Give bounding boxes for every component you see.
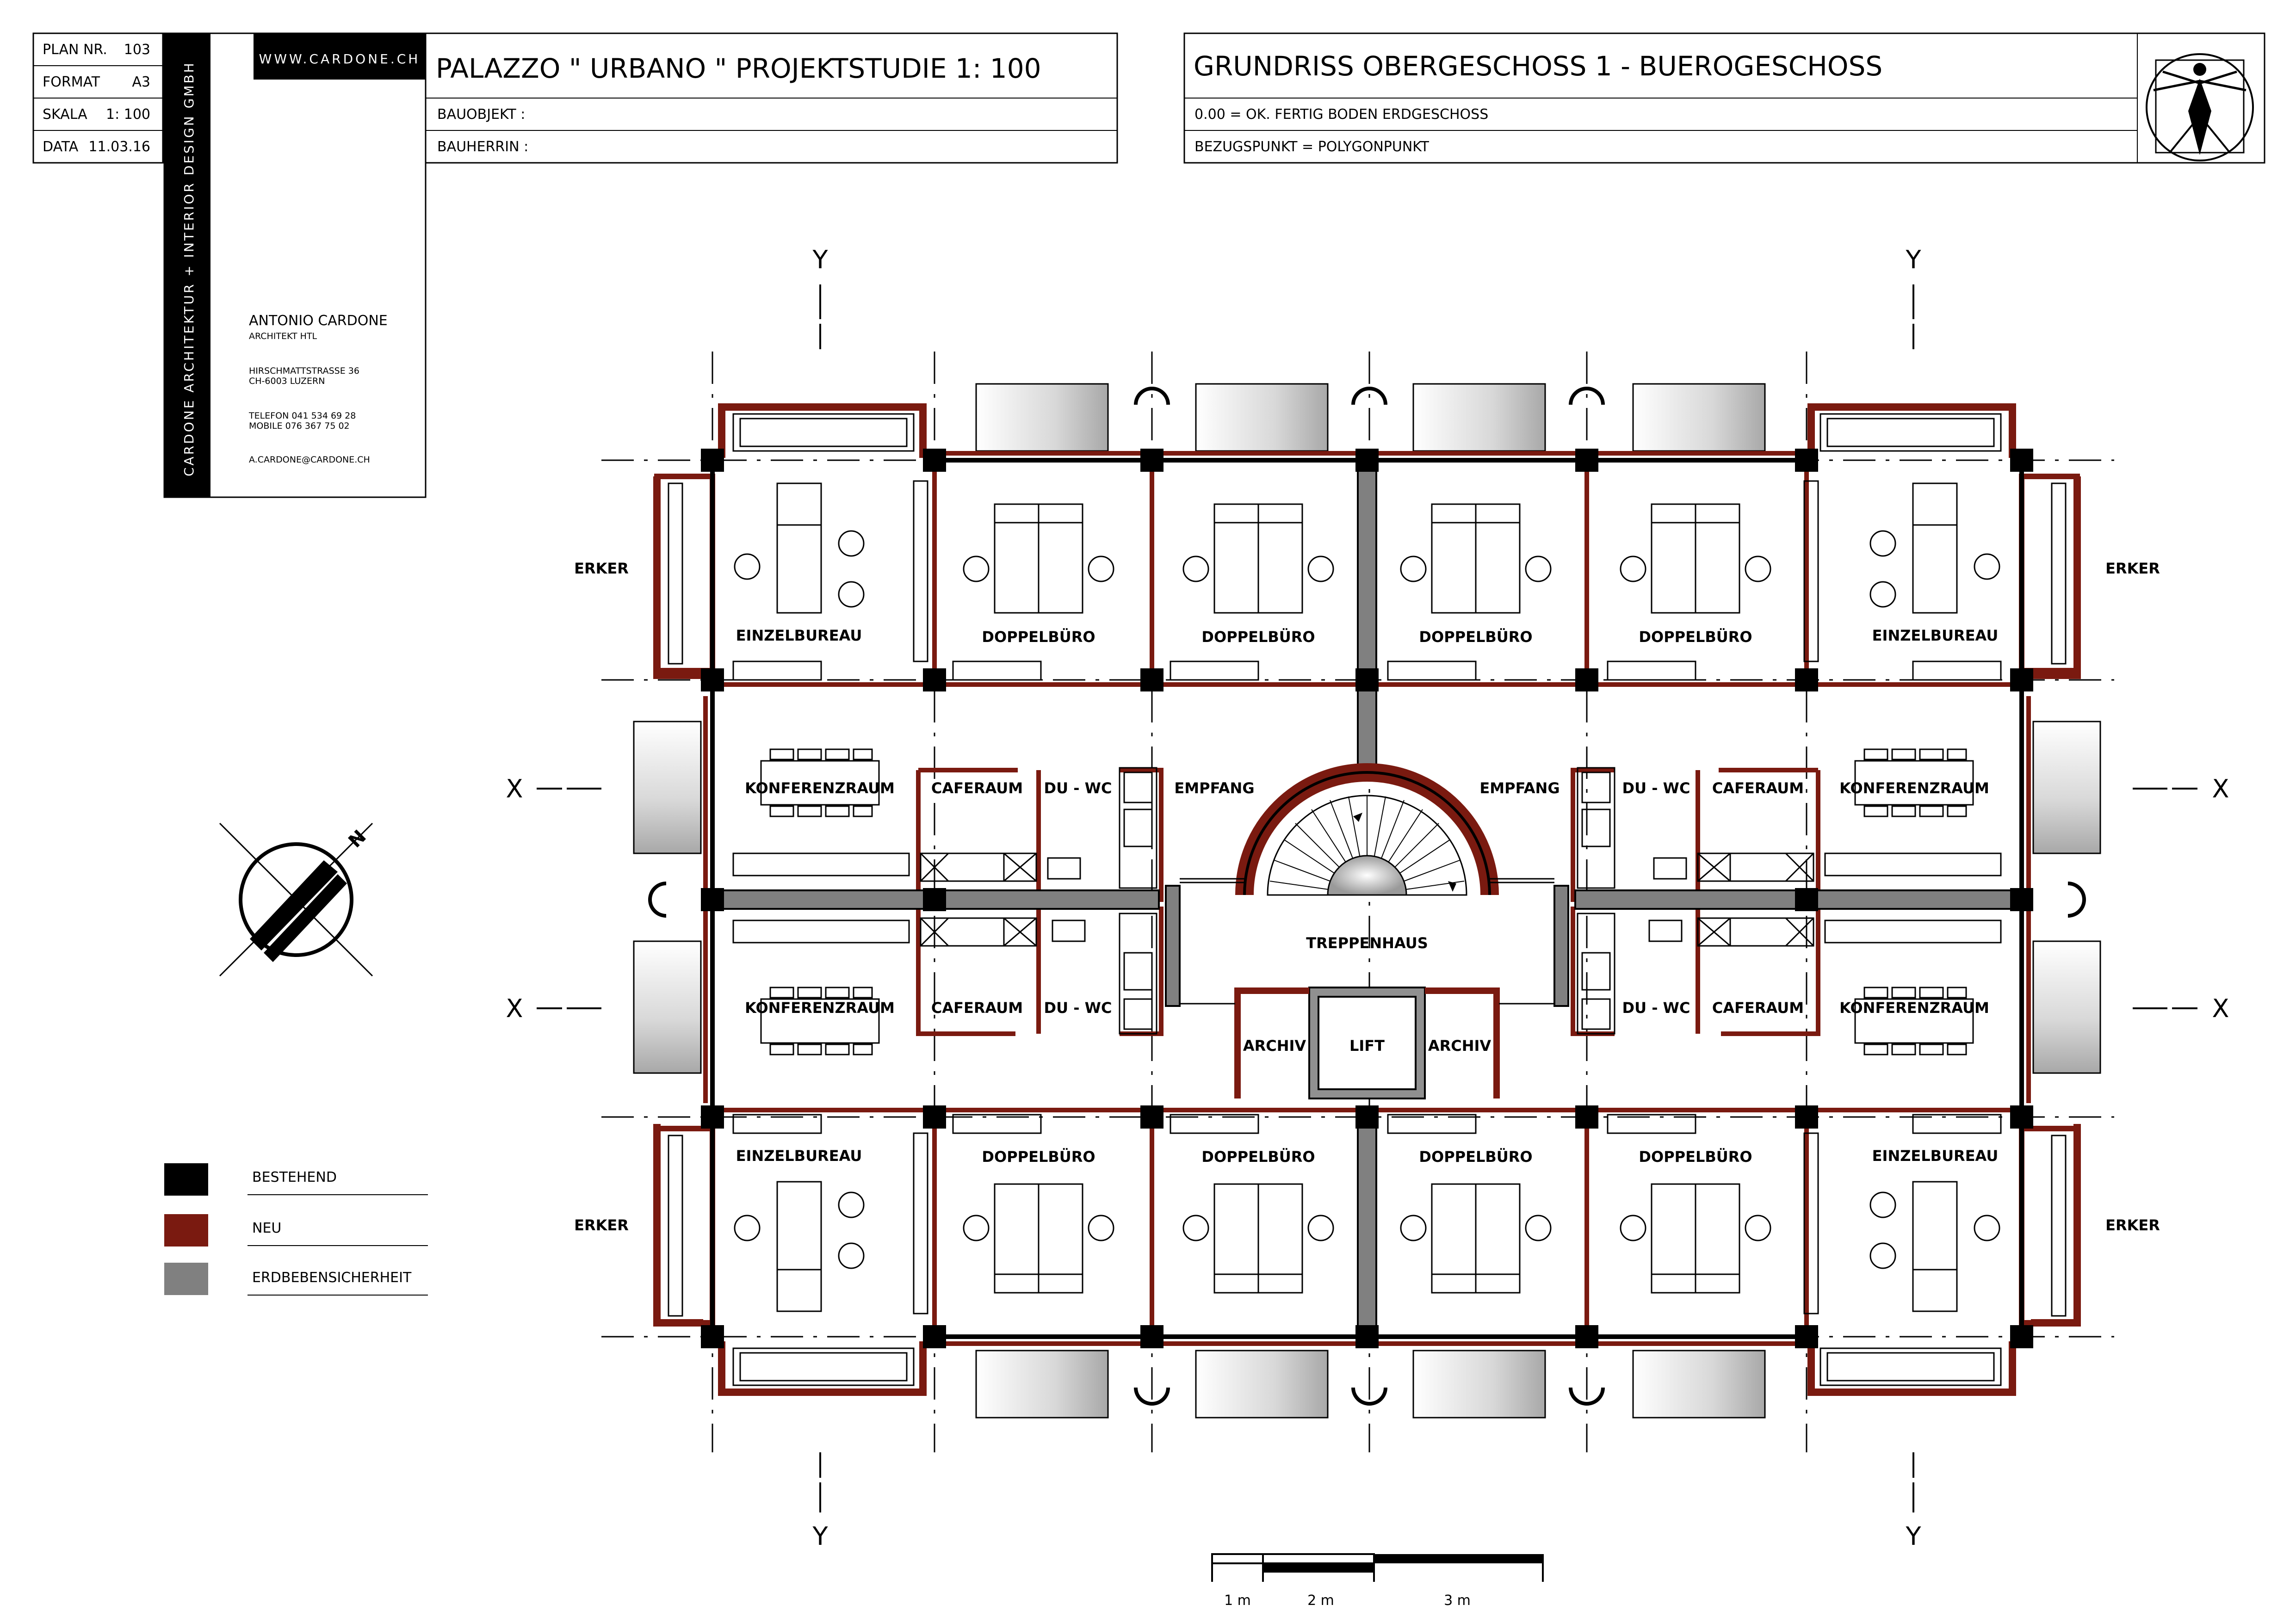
room-konferenzraum-4: KONFERENZRAUM [1839, 999, 1989, 1017]
axis-markers [537, 284, 2197, 1512]
room-doppelbuero-7: DOPPELBÜRO [1419, 1148, 1532, 1166]
room-doppelbuero-8: DOPPELBÜRO [1639, 1148, 1752, 1166]
company-vertical-text: CARDONE ARCHITEKTUR + INTERIOR DESIGN GM… [181, 61, 197, 476]
room-doppelbuero-5: DOPPELBÜRO [982, 1148, 1095, 1166]
room-einzelbureau-2: EINZELBUREAU [1872, 627, 1999, 644]
room-du-wc-4: DU - WC [1622, 999, 1690, 1017]
title-block: PLAN NR. 103 FORMAT A3 SKALA 1: 100 DATA… [32, 32, 2265, 498]
room-du-wc-3: DU - WC [1044, 999, 1112, 1017]
project-title: PALAZZO " URBANO " PROJEKTSTUDIE 1: 100 [436, 53, 1041, 84]
room-archiv-2: ARCHIV [1428, 1037, 1491, 1055]
room-konferenzraum-1: KONFERENZRAUM [745, 779, 895, 797]
axis-y-top-left: Y [812, 245, 829, 274]
room-lift: LIFT [1349, 1037, 1385, 1055]
room-doppelbuero-2: DOPPELBÜRO [1201, 628, 1315, 646]
legend: BESTEHEND NEU ERDBEBENSICHERHEIT [164, 1163, 428, 1296]
scale-label-2m: 2 m [1307, 1592, 1334, 1609]
staircase [1180, 763, 1554, 1005]
room-einzelbureau-3: EINZELBUREAU [736, 1147, 862, 1165]
vitruvian-man-logo-icon [2146, 53, 2254, 161]
skala-value: 1: 100 [106, 106, 150, 123]
room-doppelbuero-3: DOPPELBÜRO [1419, 628, 1532, 646]
legend-swatch-neu [164, 1214, 208, 1247]
architect-name: ANTONIO CARDONE [249, 313, 388, 329]
room-labels: EINZELBUREAU DOPPELBÜRO DOPPELBÜRO DOPPE… [574, 560, 2160, 1234]
scale-label-1m: 1 m [1224, 1592, 1251, 1609]
plan-nr-label: PLAN NR. [43, 42, 107, 58]
axis-x-right-1: X [2212, 774, 2229, 803]
room-doppelbuero-6: DOPPELBÜRO [1201, 1148, 1315, 1166]
room-du-wc-2: DU - WC [1622, 779, 1690, 797]
bauherrin-label: BAUHERRIN : [437, 139, 528, 155]
room-empfang-2: EMPFANG [1479, 779, 1560, 797]
room-einzelbureau-4: EINZELBUREAU [1872, 1147, 1999, 1165]
legend-label-bestehend: BESTEHEND [252, 1169, 337, 1185]
room-doppelbuero-1: DOPPELBÜRO [982, 628, 1095, 646]
room-einzelbureau-1: EINZELBUREAU [736, 627, 862, 644]
data-label: DATA [43, 139, 79, 155]
axis-x-left-1: X [506, 774, 523, 803]
axis-x-right-2: X [2212, 994, 2229, 1023]
address-street: HIRSCHMATTSTRASSE 36 [249, 366, 359, 376]
reference-level-text: 0.00 = OK. FERTIG BODEN ERDGESCHOSS [1194, 106, 1488, 123]
room-konferenzraum-2: KONFERENZRAUM [1839, 779, 1989, 797]
architect-title: ARCHITEKT HTL [249, 331, 317, 341]
legend-swatch-erdbebensicherheit [164, 1263, 208, 1295]
room-caferaum-2: CAFERAUM [1712, 779, 1804, 797]
email-text: A.CARDONE@CARDONE.CH [249, 455, 370, 465]
scale-label-3m: 3 m [1444, 1592, 1471, 1609]
room-treppenhaus: TREPPENHAUS [1306, 934, 1428, 952]
room-archiv-1: ARCHIV [1243, 1037, 1306, 1055]
drawing-title: GRUNDRISS OBERGESCHOSS 1 - BUEROGESCHOSS [1194, 50, 1882, 82]
room-erker-4: ERKER [2105, 1216, 2160, 1234]
room-konferenzraum-3: KONFERENZRAUM [745, 999, 895, 1017]
mobile-text: MOBILE 076 367 75 02 [249, 421, 350, 431]
reference-point-text: BEZUGSPUNKT = POLYGONPUNKT [1194, 139, 1430, 155]
axis-y-bottom-left: Y [812, 1522, 829, 1551]
room-caferaum-3: CAFERAUM [931, 999, 1023, 1017]
scale-bar: 1 m 2 m 3 m [1211, 1553, 1544, 1609]
north-arrow-icon [219, 822, 373, 977]
room-erker-2: ERKER [2105, 560, 2160, 577]
room-caferaum-1: CAFERAUM [931, 779, 1023, 797]
legend-label-neu: NEU [252, 1220, 281, 1236]
axis-x-left-2: X [506, 994, 523, 1023]
format-value: A3 [132, 74, 150, 90]
room-erker-3: ERKER [574, 1216, 629, 1234]
bauobjekt-label: BAUOBJEKT : [437, 106, 525, 123]
website-text: WWW.CARDONE.CH [259, 51, 421, 67]
plan-nr-value: 103 [124, 42, 150, 58]
address-city: CH-6003 LUZERN [249, 376, 325, 386]
room-du-wc-1: DU - WC [1044, 779, 1112, 797]
room-erker-1: ERKER [574, 560, 629, 577]
axis-y-top-right: Y [1906, 245, 1922, 274]
data-value: 11.03.16 [88, 139, 150, 155]
skala-label: SKALA [43, 106, 87, 123]
legend-label-erdbebensicherheit: ERDBEBENSICHERHEIT [252, 1270, 412, 1286]
room-caferaum-4: CAFERAUM [1712, 999, 1804, 1017]
telefon-text: TELEFON 041 534 69 28 [248, 411, 356, 421]
format-label: FORMAT [43, 74, 100, 90]
axis-y-bottom-right: Y [1906, 1522, 1922, 1551]
building-outline [633, 383, 2101, 1419]
legend-swatch-bestehend [164, 1163, 208, 1196]
room-doppelbuero-4: DOPPELBÜRO [1639, 628, 1752, 646]
room-empfang-1: EMPFANG [1174, 779, 1254, 797]
furniture [732, 482, 2002, 1312]
